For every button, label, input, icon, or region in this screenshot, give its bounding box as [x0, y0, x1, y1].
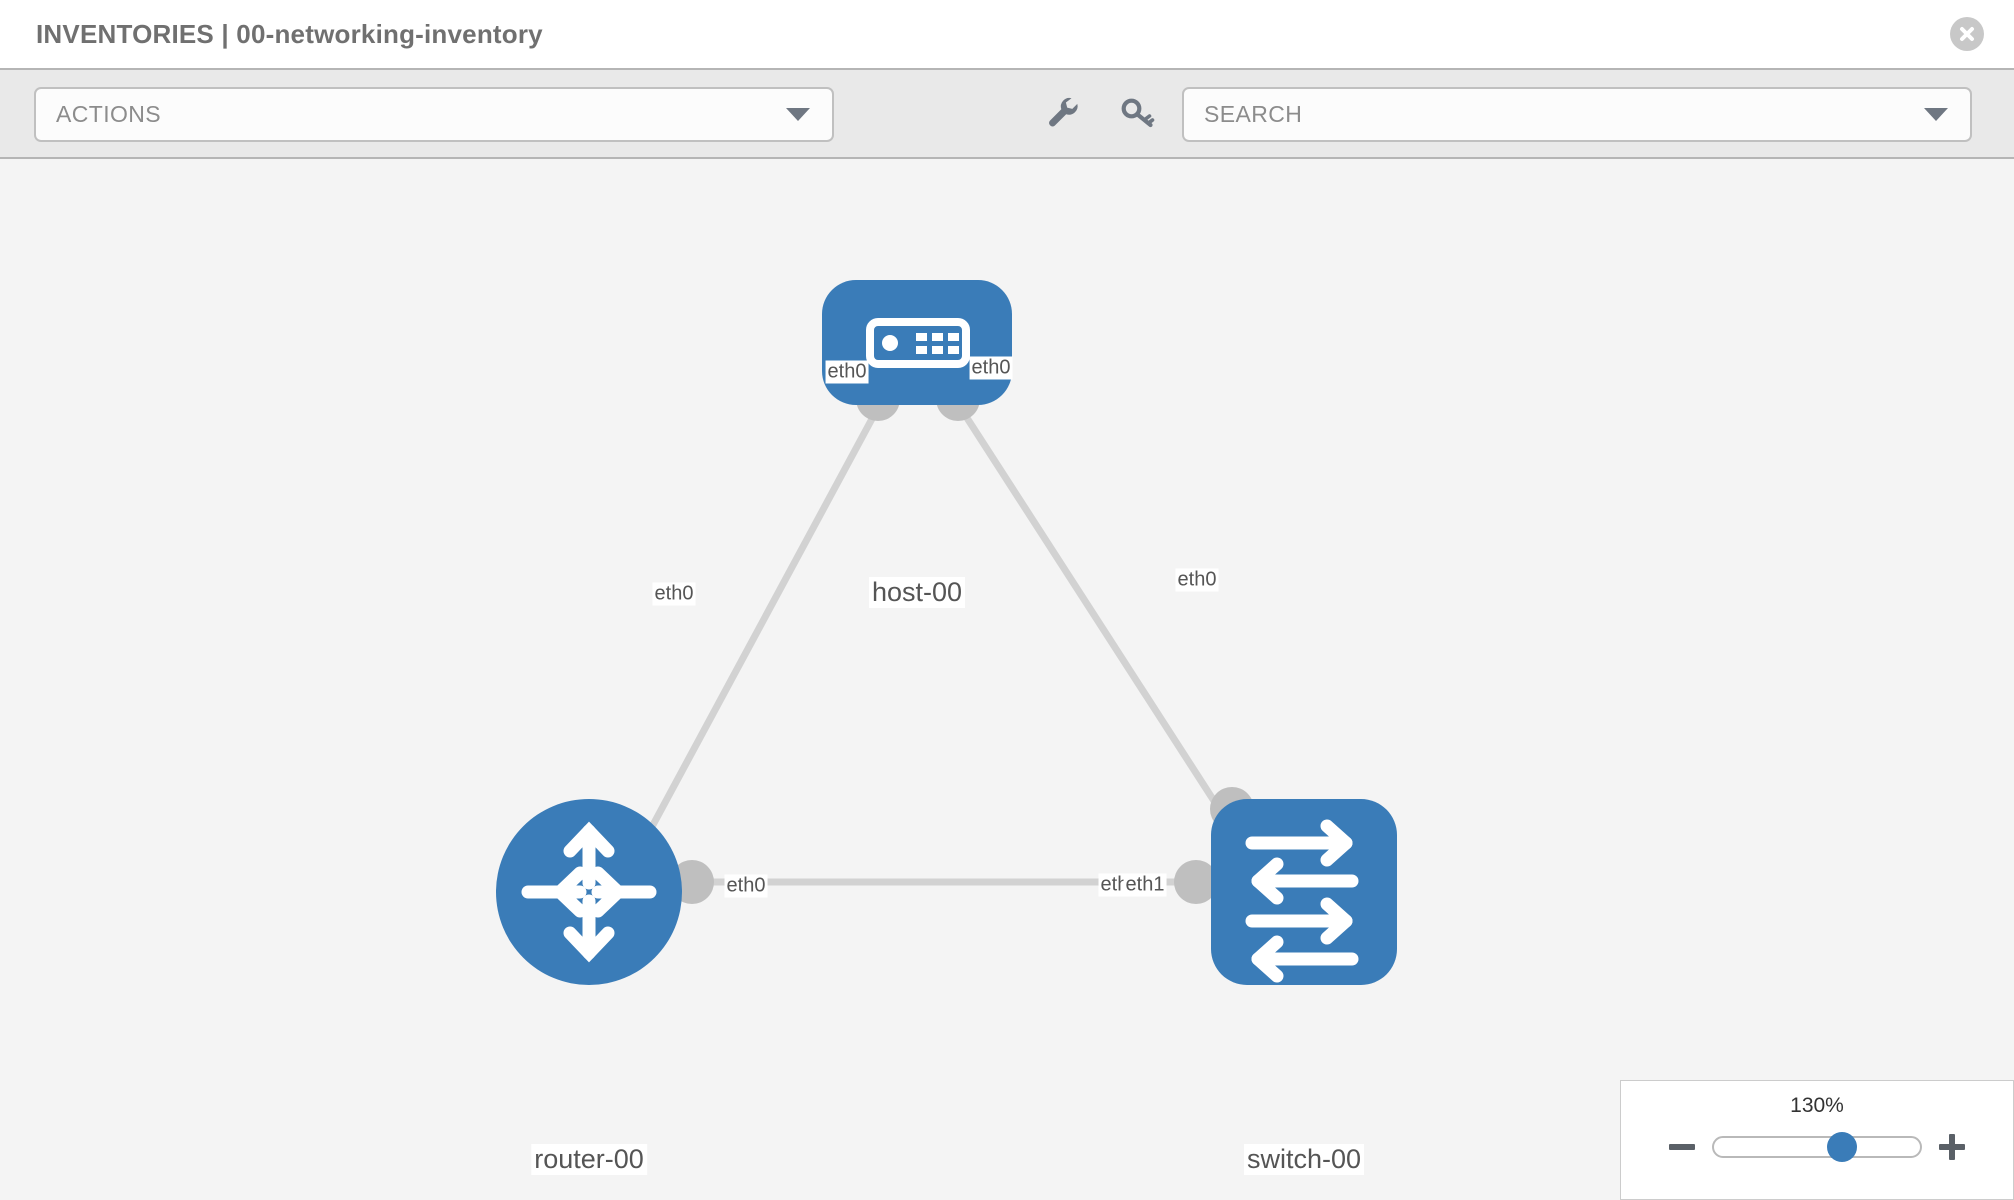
minus-icon[interactable] [1669, 1134, 1695, 1160]
router-arrows-icon [521, 821, 657, 963]
chevron-down-icon[interactable] [1924, 108, 1948, 121]
iface-label: eth0 [1175, 568, 1219, 592]
zoom-controls-row [1621, 1127, 2013, 1167]
plus-icon[interactable] [1939, 1134, 1965, 1160]
topology-connectors [670, 377, 1254, 904]
topology-graph [496, 280, 1397, 985]
iface-label: eth0 [724, 874, 768, 898]
zoom-level-value: 130% [1790, 1094, 1844, 1117]
zoom-control-panel: 130% [1620, 1080, 2014, 1200]
actions-dropdown-label: ACTIONS [56, 101, 162, 127]
close-button[interactable] [1950, 17, 1984, 51]
zoom-slider-thumb[interactable] [1826, 1132, 1857, 1162]
page-header: INVENTORIES | 00-networking-inventory [0, 0, 2014, 68]
switch-arrows-icon [1245, 819, 1359, 983]
search-input[interactable]: SEARCH [1182, 87, 1972, 142]
zoom-slider[interactable] [1712, 1132, 1922, 1162]
chevron-down-icon [786, 108, 810, 121]
edge-host00-switch00[interactable] [955, 402, 1248, 851]
node-label-switch-00: switch-00 [1243, 1144, 1365, 1175]
close-circle-icon [1956, 23, 1978, 45]
wrench-icon[interactable] [1042, 92, 1082, 137]
node-switch-00[interactable] [1211, 799, 1397, 985]
iface-label: eth0 [652, 582, 696, 606]
key-icon[interactable] [1118, 92, 1158, 137]
iface-label: eth1 [1123, 873, 1167, 897]
search-placeholder: SEARCH [1204, 101, 1303, 127]
page-title: INVENTORIES | 00-networking-inventory [36, 18, 543, 49]
node-host-00[interactable] [822, 280, 1012, 405]
connector-switch00-west[interactable] [1174, 860, 1218, 904]
node-label-router-00: router-00 [531, 1144, 647, 1175]
topology-edges [636, 402, 1248, 886]
actions-dropdown[interactable]: ACTIONS [34, 87, 834, 142]
toolbar: ACTIONS SEARCH [0, 68, 2014, 159]
iface-label: eth0 [969, 356, 1013, 380]
topology-canvas[interactable]: eth0 eth0 eth0 eth0 eth0 eth0 eth1 host-… [0, 159, 2014, 1200]
edge-host00-router00[interactable] [636, 402, 884, 851]
toolbar-icons [1042, 92, 1158, 137]
iface-label: eth0 [825, 360, 869, 384]
node-label-host-00: host-00 [868, 577, 966, 608]
node-router-00[interactable] [496, 799, 682, 985]
server-icon [866, 318, 970, 368]
